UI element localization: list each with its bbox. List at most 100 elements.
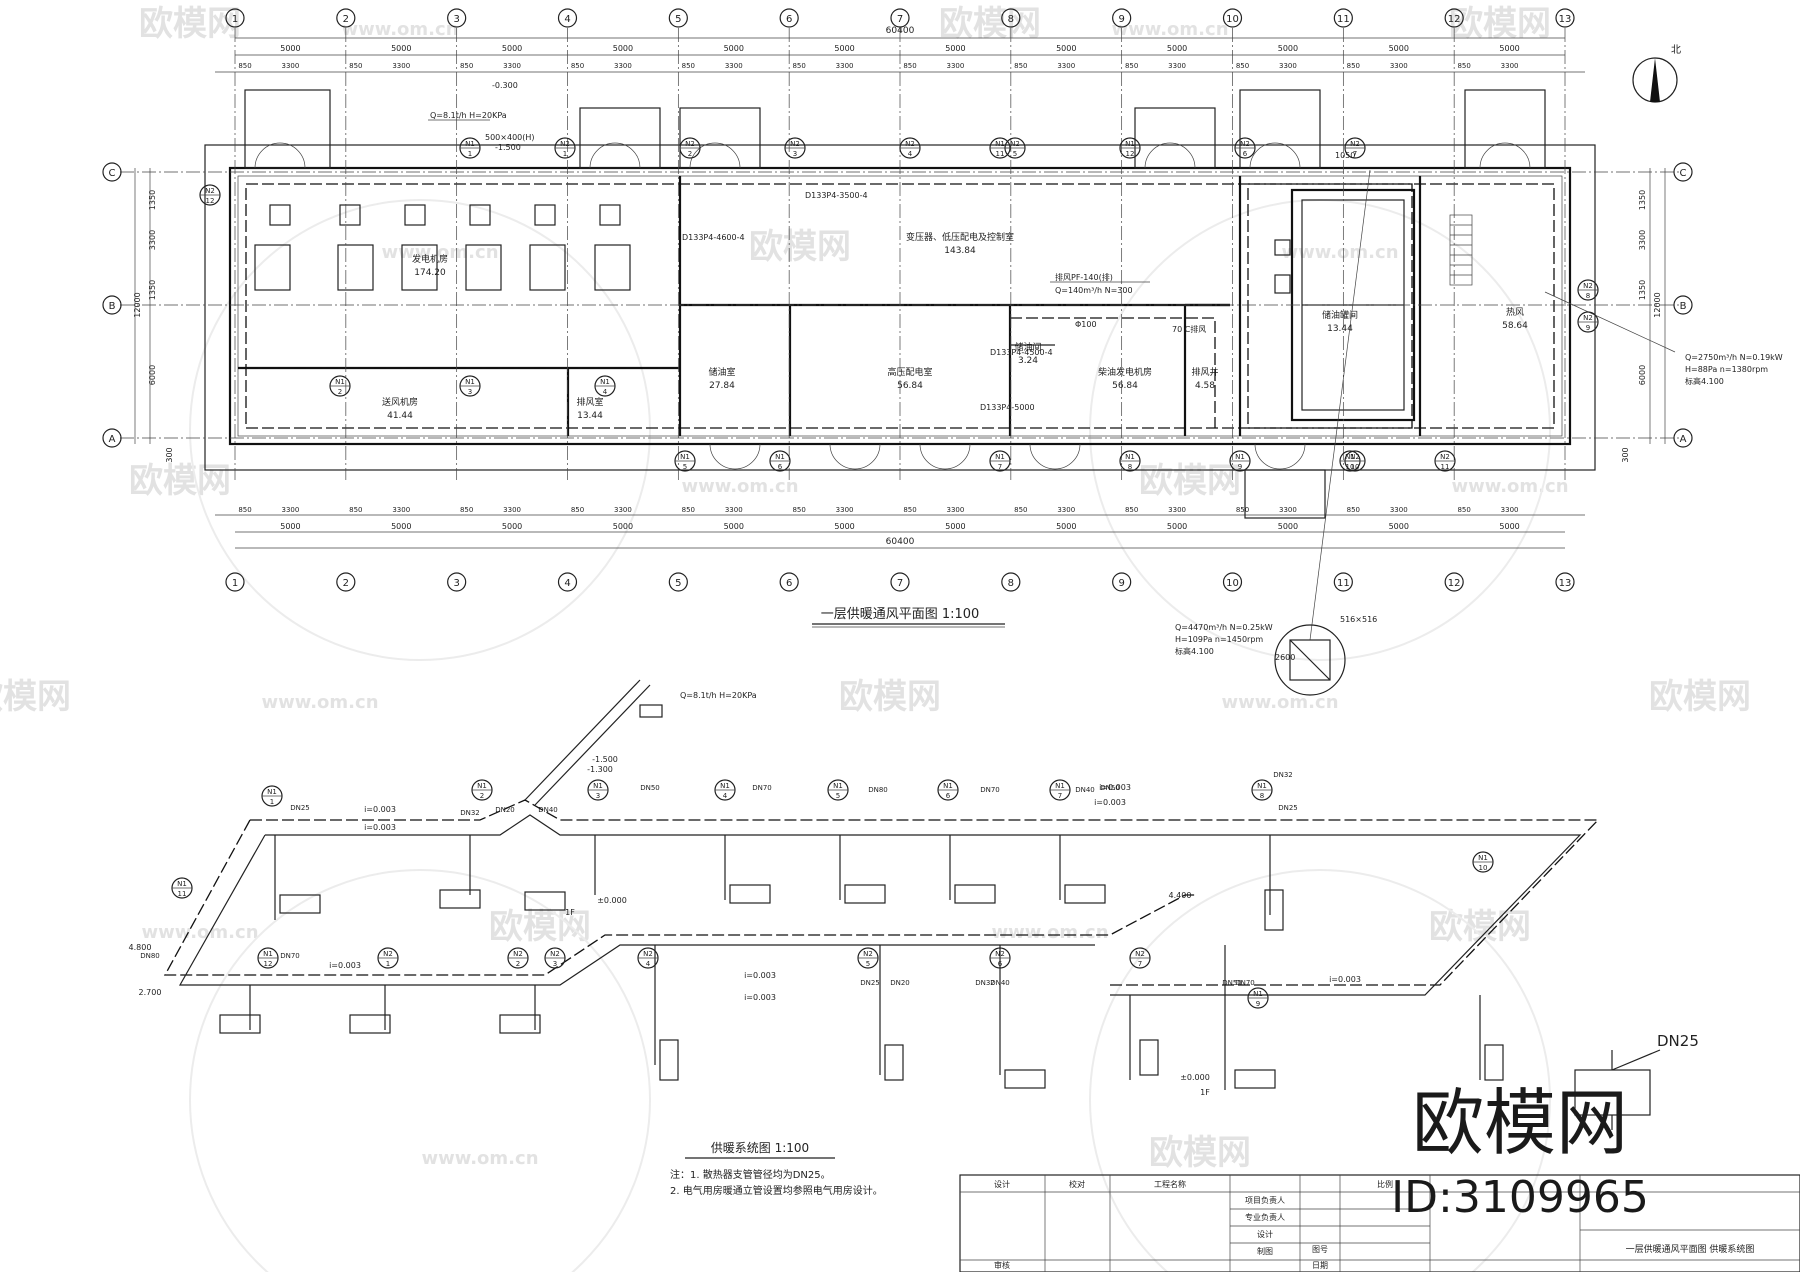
heater-tag-group: N2 (790, 140, 800, 148)
heater-tag-group: N1 (1257, 782, 1267, 790)
room-area: 13.44 (1327, 324, 1353, 334)
pipe-slope: i=0.003 (364, 805, 396, 814)
grid-col-label: 2 (343, 14, 349, 25)
pipe-size-label: DN50 (1222, 979, 1242, 987)
grid-col-label: 12 (1448, 14, 1461, 25)
pipe-slope: i=0.003 (744, 993, 776, 1002)
bay-dimension: 5000 (1278, 44, 1298, 53)
pipe-size-label: DN20 (890, 979, 910, 987)
bay-dimension: 5000 (1389, 44, 1409, 53)
room-area: 56.84 (897, 381, 923, 391)
sub-dimension: 3300 (392, 62, 410, 70)
sub-dimension: 3300 (947, 62, 965, 70)
grid-bubble (1222, 8, 1243, 28)
elevation-label: ±0.000 (1180, 1073, 1210, 1082)
heater-tag-number: 6 (778, 463, 783, 471)
heater-tag-group: N1 (267, 788, 277, 796)
sub-dimension: 850 (1125, 506, 1138, 514)
grid-bubble (225, 8, 245, 28)
title-block-cell: 设计 (994, 1179, 1010, 1189)
sub-dimension: 850 (903, 506, 916, 514)
grid-bubble (1555, 572, 1575, 592)
grid-col-label: 7 (897, 578, 903, 589)
grid-col-label: 9 (1118, 14, 1124, 25)
room-name: 发电机房 (412, 253, 448, 265)
bay-dimension: 5000 (1389, 522, 1409, 531)
north-label: 北 (1671, 44, 1681, 56)
room-area: 58.64 (1502, 321, 1528, 331)
sub-dimension: 850 (682, 506, 695, 514)
watermark-text: 欧模网 (1139, 461, 1241, 501)
grid-bubble (1001, 572, 1021, 592)
room-area: 3.24 (1018, 356, 1038, 366)
bay-dimension: 5000 (1056, 44, 1076, 53)
room-name: 变压器、低压配电及控制室 (906, 231, 1014, 243)
watermark-text: www.om.cn (341, 19, 458, 40)
grid-bubble (1001, 8, 1021, 28)
heater-tag-group: N1 (943, 782, 953, 790)
pipe-size-label: DN25 (290, 804, 310, 812)
plan-note: 排风PF-140(排) (1055, 272, 1113, 282)
bay-dimension: 5000 (1499, 44, 1519, 53)
total-dimension: 60400 (886, 26, 915, 36)
title-block-cell: 比例 (1377, 1179, 1393, 1189)
grid-bubble (1673, 162, 1693, 182)
bay-dimension: 5000 (724, 44, 744, 53)
plan-note: Q=4470m³/h N=0.25kW (1175, 623, 1273, 632)
grid-bubble (102, 428, 122, 448)
watermark-text: www.om.cn (261, 692, 378, 713)
room-name: 高压配电室 (887, 366, 932, 378)
grid-col-label: 11 (1337, 14, 1350, 25)
detail-label: DN25 (1657, 1032, 1699, 1050)
sub-dimension: 3300 (1057, 62, 1075, 70)
heater-tag-number: 9 (1238, 463, 1242, 471)
total-dimension: 60400 (886, 537, 915, 547)
grid-bubble (668, 572, 688, 592)
watermark-text: 欧模网 (1429, 907, 1531, 947)
system-title: 供暖系统图 1:100 (711, 1141, 809, 1155)
bay-dimension: 5000 (724, 522, 744, 531)
heater-tag-number: 4 (908, 150, 913, 158)
grid-bubble (336, 8, 356, 28)
room-name: 储油室 (708, 366, 735, 378)
heater-tag-group: N1 (995, 453, 1005, 461)
title-block-cell: 专业负责人 (1245, 1212, 1285, 1222)
sub-dimension: 850 (1125, 62, 1138, 70)
heater-tag-number: 7 (1138, 960, 1142, 968)
heater-tag-number: 8 (1260, 792, 1264, 800)
side-dimension: 3300 (148, 230, 157, 250)
grid-bubble (102, 162, 122, 182)
pipe-size-label: DN40 (538, 806, 558, 814)
plan-note: D133P4-4500-4 (990, 348, 1053, 357)
grid-bubble (1444, 8, 1464, 28)
grid-col-label: 6 (786, 14, 792, 25)
room-area: 174.20 (414, 268, 446, 278)
heater-tag-number: 5 (836, 792, 840, 800)
north-arrow-icon (1632, 57, 1678, 103)
system-note-2: 2. 电气用房暖通立管设置均参照电气用房设计。 (670, 1184, 883, 1197)
elevation-label: 4.800 (129, 943, 152, 952)
bay-dimension: 5000 (613, 44, 633, 53)
plan-note: 500×400(H) (485, 133, 535, 142)
heater-tag-number: 1 (270, 798, 274, 806)
grid-bubble (1673, 295, 1693, 315)
plan-note: H=88Pa n=1380rpm (1685, 365, 1768, 374)
plan-note: H=109Pa n=1450rpm (1175, 635, 1263, 644)
plan-note: Q=8.1t/h H=20KPa (430, 111, 507, 120)
bay-dimension: 5000 (1167, 522, 1187, 531)
sub-dimension: 3300 (725, 62, 743, 70)
heater-tag-group: N1 (465, 140, 475, 148)
sub-dimension: 850 (238, 506, 251, 514)
pipe-slope: i=0.003 (364, 823, 396, 832)
elevation-label: -1.500 (592, 755, 618, 764)
sub-dimension: 850 (460, 62, 473, 70)
sub-dimension: 3300 (1057, 506, 1075, 514)
side-dimension: 300 (165, 447, 174, 462)
heater-tag-group: N1 (600, 378, 610, 386)
plan-annotations: Q=8.1t/h H=20KPa-0.300500×400(H)-1.500D1… (428, 81, 1783, 662)
pipe-size-label: DN40 (1075, 786, 1095, 794)
bay-dimension: 5000 (1278, 522, 1298, 531)
watermark-text: www.om.cn (421, 1148, 538, 1169)
room-name: 储油罐间 (1322, 309, 1358, 321)
